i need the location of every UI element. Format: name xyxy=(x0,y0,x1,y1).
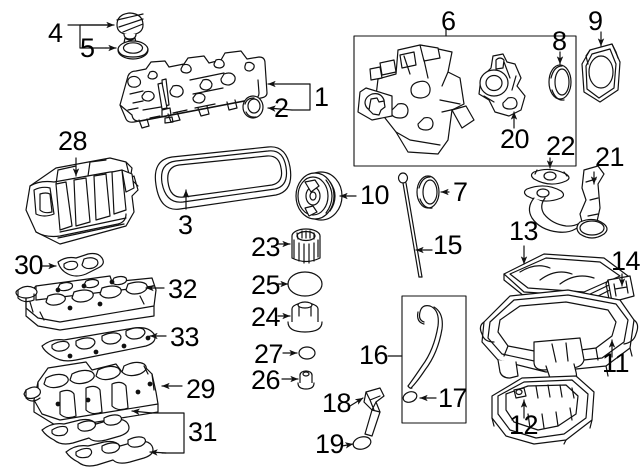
part-oil-drain-plug xyxy=(297,370,315,390)
callout-23[interactable]: 23 xyxy=(251,232,281,262)
callout-26[interactable]: 26 xyxy=(251,365,281,395)
callout-25[interactable]: 25 xyxy=(251,270,281,300)
part-oil-filter-element xyxy=(291,228,321,264)
part-intake-chamber-gasket xyxy=(41,327,156,362)
callout-22[interactable]: 22 xyxy=(546,131,576,161)
callout-4[interactable]: 4 xyxy=(48,18,63,48)
part-upper-intake-manifold xyxy=(25,157,139,245)
callout-14[interactable]: 14 xyxy=(611,246,640,276)
part-strainer-gasket xyxy=(530,168,570,185)
part-dipstick-tube xyxy=(407,305,443,389)
callout-19[interactable]: 19 xyxy=(315,429,345,459)
callout-33[interactable]: 33 xyxy=(170,322,200,352)
part-water-pump-gasket-plate xyxy=(581,43,621,103)
part-lower-oil-pan xyxy=(491,375,595,445)
callout-13[interactable]: 13 xyxy=(509,216,539,246)
callout-29[interactable]: 29 xyxy=(186,374,216,404)
callout-27[interactable]: 27 xyxy=(254,339,284,369)
part-water-pump-housing xyxy=(478,53,526,117)
callout-16[interactable]: 16 xyxy=(359,340,389,370)
callout-15[interactable]: 15 xyxy=(433,230,463,260)
callout-12[interactable]: 12 xyxy=(509,410,539,440)
part-oil-filter-cap xyxy=(287,301,323,333)
callout-9[interactable]: 9 xyxy=(588,6,603,36)
callout-5[interactable]: 5 xyxy=(80,33,95,63)
callout-32[interactable]: 32 xyxy=(168,274,198,304)
callout-1[interactable]: 1 xyxy=(314,82,329,112)
callout-8[interactable]: 8 xyxy=(552,26,567,56)
part-oil-filler-gasket xyxy=(117,40,149,60)
part-dipstick-tube-oring xyxy=(402,391,418,403)
part-dipstick xyxy=(397,172,423,278)
part-timing-chain-cover xyxy=(357,44,475,155)
part-lower-intake-manifold xyxy=(23,361,159,429)
callout-2[interactable]: 2 xyxy=(274,93,289,123)
part-crankshaft-pulley xyxy=(295,171,343,221)
callout-7[interactable]: 7 xyxy=(453,177,468,207)
callout-31[interactable]: 31 xyxy=(188,417,218,447)
part-relief-tube-oring xyxy=(352,436,372,450)
part-relief-tube xyxy=(363,387,385,437)
callout-28[interactable]: 28 xyxy=(58,126,88,156)
part-cover-grommet-seal xyxy=(242,95,264,119)
callout-3[interactable]: 3 xyxy=(178,210,193,240)
part-intake-gasket-a xyxy=(41,414,130,445)
part-oil-pan-baffle xyxy=(503,253,629,303)
part-cylinder-head-cover xyxy=(119,50,268,129)
part-oil-pickup-tube xyxy=(523,165,608,239)
part-oil-filter-oring xyxy=(287,271,323,297)
callout-18[interactable]: 18 xyxy=(322,388,352,418)
callout-6[interactable]: 6 xyxy=(441,6,456,36)
callout-17[interactable]: 17 xyxy=(438,383,468,413)
part-intake-small-gasket xyxy=(57,252,104,277)
callout-20[interactable]: 20 xyxy=(500,124,530,154)
part-water-pump-oring xyxy=(548,64,572,101)
part-upper-oil-pan xyxy=(479,289,639,385)
part-intake-chamber xyxy=(15,275,157,331)
part-drain-plug-gasket xyxy=(298,346,316,360)
callout-10[interactable]: 10 xyxy=(360,180,390,210)
callout-24[interactable]: 24 xyxy=(251,302,281,332)
callout-30[interactable]: 30 xyxy=(14,250,44,280)
callout-11[interactable]: 11 xyxy=(602,348,630,378)
part-intake-gasket-b xyxy=(65,436,154,467)
part-crank-front-seal xyxy=(416,175,440,209)
callout-21[interactable]: 21 xyxy=(595,142,625,172)
